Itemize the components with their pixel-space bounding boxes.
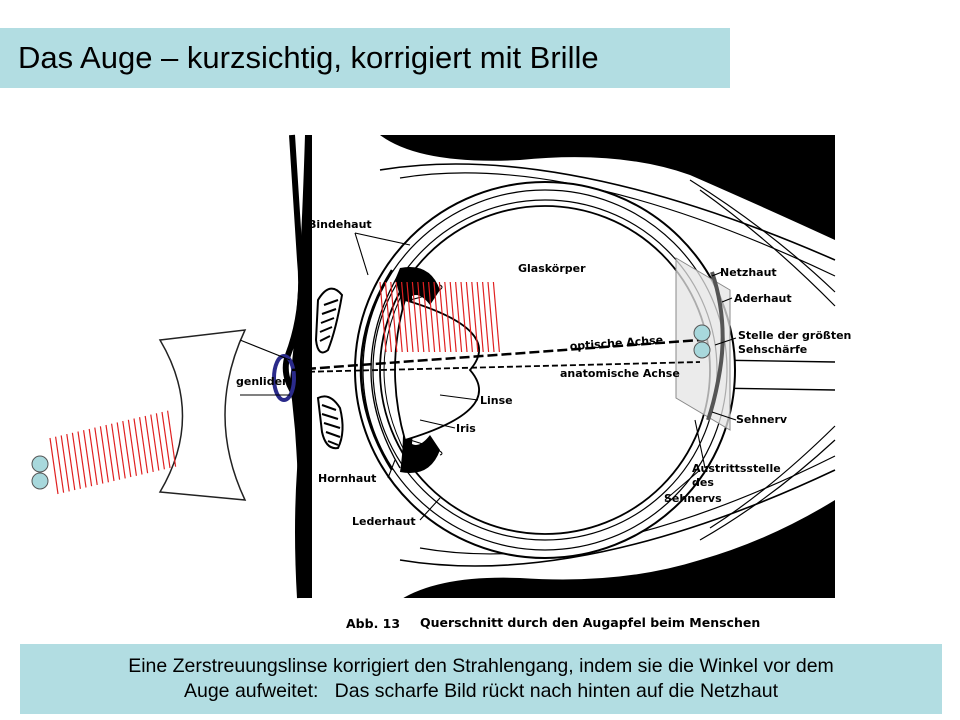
title-bar: Das Auge – kurzsichtig, korrigiert mit B… [0, 28, 730, 88]
refracted-rays [379, 281, 500, 353]
light-ray-line [49, 437, 59, 495]
light-ray-line [433, 281, 441, 353]
light-ray-line [401, 281, 409, 353]
label-hornhaut: Hornhaut [318, 472, 376, 485]
light-ray-line [449, 281, 457, 353]
light-ray-line [492, 281, 500, 353]
light-ray-line [390, 281, 398, 353]
diverging-lens [158, 329, 247, 501]
optical-axis [291, 338, 701, 372]
light-ray-line [127, 419, 137, 476]
light-ray-line [83, 430, 93, 487]
label-netzhaut: Netzhaut [720, 266, 777, 279]
light-ray-line [411, 281, 419, 353]
light-ray-line [444, 281, 452, 353]
light-ray-line [99, 426, 109, 483]
light-ray-line [167, 410, 177, 467]
explanation-box: Eine Zerstreuungslinse korrigiert den St… [20, 644, 942, 714]
pupil-ring [272, 354, 296, 402]
light-ray-line [111, 423, 121, 480]
label-lederhaut: Lederhaut [352, 515, 416, 528]
light-ray-line [144, 415, 154, 472]
light-ray-line [417, 281, 425, 353]
light-ray-line [471, 281, 479, 353]
focus-point-2 [693, 341, 711, 359]
label-austritt-3: Sehnervs [664, 492, 722, 505]
light-ray-line [105, 424, 115, 482]
incoming-rays [49, 410, 177, 495]
label-linse: Linse [480, 394, 513, 407]
label-austritt-1: Austrittsstelle [692, 462, 781, 475]
light-ray-line [94, 427, 104, 484]
light-ray-line [482, 281, 490, 353]
light-ray-line [122, 421, 132, 478]
light-ray-line [133, 418, 143, 475]
light-ray-line [139, 417, 149, 474]
light-ray-line [422, 281, 430, 353]
light-ray-line [455, 281, 463, 353]
light-ray-line [476, 281, 484, 353]
label-austritt-2: des [692, 476, 714, 489]
figure-caption-text: Querschnitt durch den Augapfel beim Mens… [420, 615, 760, 630]
light-ray-line [379, 281, 387, 353]
slide-title: Das Auge – kurzsichtig, korrigiert mit B… [18, 40, 599, 75]
label-sehnerv: Sehnerv [736, 413, 788, 426]
label-bindehaut: Bindehaut [308, 218, 372, 231]
light-ray-line [384, 281, 392, 353]
figure-number: Abb. 13 [346, 616, 400, 631]
label-augenlider: genlider [236, 375, 288, 388]
light-ray-line [406, 281, 414, 353]
light-ray-line [155, 413, 165, 470]
label-aderhaut: Aderhaut [734, 292, 792, 305]
light-ray-line [438, 281, 446, 353]
lower-eyelid [316, 395, 344, 450]
light-ray-line [60, 435, 70, 492]
focus-point-1 [693, 324, 711, 342]
light-ray-line [77, 431, 87, 488]
light-ray-line [55, 436, 65, 493]
label-glaskoerper: Glaskörper [518, 262, 586, 275]
light-ray-line [465, 281, 473, 353]
light-ray-line [150, 414, 160, 471]
light-ray-line [487, 281, 495, 353]
face-profile-line [282, 134, 305, 599]
anatomical-axis [299, 361, 701, 373]
light-ray-line [460, 281, 468, 353]
explanation-line-1: Eine Zerstreuungslinse korrigiert den St… [128, 655, 834, 677]
label-stelle-2: Sehschärfe [738, 343, 807, 356]
light-ray-line [116, 422, 126, 479]
upper-eyelid [314, 287, 344, 354]
label-iris: Iris [456, 422, 476, 435]
source-point-2 [31, 472, 49, 490]
light-ray-line [428, 281, 436, 353]
light-ray-line [66, 434, 76, 491]
explanation-line-2: Auge aufweitet: Das scharfe Bild rückt n… [183, 680, 778, 702]
label-anatomische-achse: anatomische Achse [560, 367, 680, 380]
cornea [359, 269, 394, 471]
light-ray-line [88, 428, 98, 485]
light-ray-line [161, 411, 171, 469]
source-point-1 [31, 455, 49, 473]
light-ray-line [395, 281, 403, 353]
light-ray-line [71, 432, 81, 489]
label-stelle-1: Stelle der größten [738, 329, 851, 342]
